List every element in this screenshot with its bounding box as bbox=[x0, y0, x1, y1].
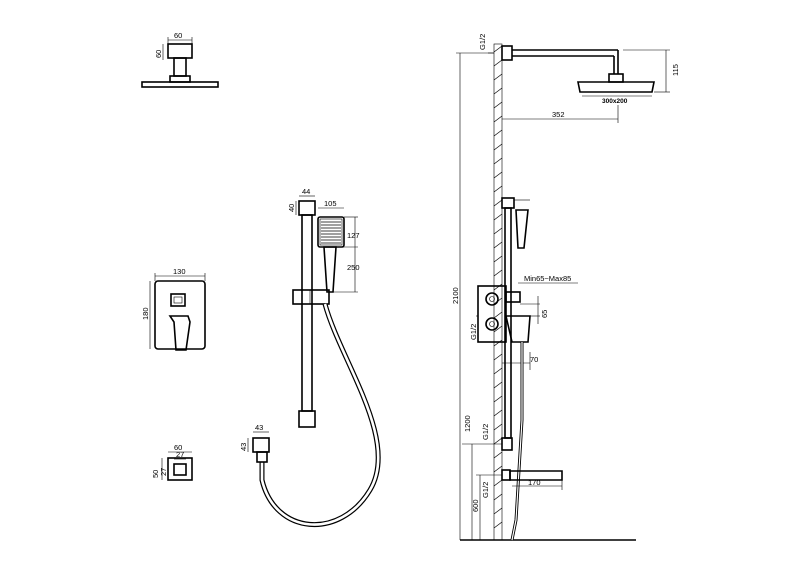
dim-valve-width: 130 bbox=[173, 267, 186, 276]
dim-hose-connector-height: 43 bbox=[239, 443, 248, 451]
dim-head-size: 300x200 bbox=[602, 98, 628, 105]
dim-valve-offset: 65 bbox=[540, 310, 549, 318]
label-adjust-range: Min65~Max85 bbox=[524, 274, 571, 283]
dim-outlet-inner-height: 27 bbox=[159, 468, 168, 476]
dim-head-arm-height: 60 bbox=[154, 50, 163, 58]
shower-head-top-view: 60 60 bbox=[141, 31, 219, 88]
dim-total-height: 2100 bbox=[451, 287, 460, 304]
dim-valve-projection: 70 bbox=[530, 355, 538, 364]
dim-handshower-to-holder: 250 bbox=[347, 263, 360, 272]
label-thread-spout: G1/2 bbox=[481, 482, 490, 498]
dim-outlet-inner: 27 bbox=[176, 450, 184, 459]
dim-hose-connector-width: 43 bbox=[255, 423, 263, 432]
dim-head-drop: 115 bbox=[671, 64, 680, 76]
label-thread-top: G1/2 bbox=[478, 34, 487, 50]
label-thread-connector: G1/2 bbox=[481, 424, 490, 440]
dim-bar-top-width: 44 bbox=[302, 187, 310, 196]
dim-valve-height: 180 bbox=[141, 307, 150, 320]
dim-spout-height: 600 bbox=[471, 499, 480, 512]
dim-spout-projection: 170 bbox=[528, 478, 541, 487]
dim-connector-height: 1200 bbox=[463, 415, 472, 432]
dim-arm-projection: 352 bbox=[552, 110, 565, 119]
dim-outlet-height: 50 bbox=[151, 470, 160, 478]
outlet-plate-view: 60 27 50 27 bbox=[151, 443, 193, 481]
dim-head-arm-width: 60 bbox=[174, 31, 182, 40]
dim-handshower-width: 105 bbox=[324, 199, 337, 208]
dim-outlet-width: 60 bbox=[174, 443, 182, 452]
dim-bar-top-height: 40 bbox=[287, 204, 296, 212]
label-thread-valve: G1/2 bbox=[469, 324, 478, 340]
slide-bar-view: 44 40 105 127 250 bbox=[239, 187, 381, 527]
valve-plate-view: 130 180 bbox=[141, 267, 206, 351]
dim-handshower-height: 127 bbox=[347, 231, 360, 240]
side-elevation: 300x200 115 352 G1/2 2100 Min65~Max85 bbox=[451, 34, 680, 541]
